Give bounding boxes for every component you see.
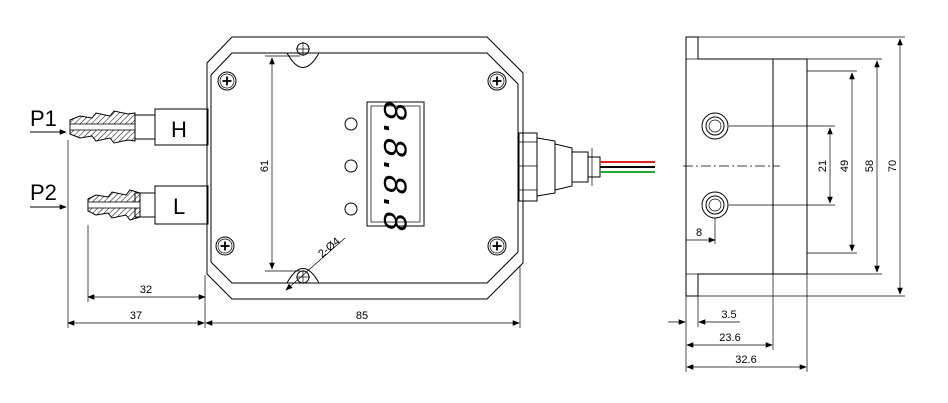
display-window [366, 101, 425, 227]
low-pressure-fitting: L [87, 185, 209, 225]
indicator-led-2 [344, 159, 358, 173]
dim-side-23-6: 23.6 [719, 332, 740, 344]
side-bracket-outline [685, 36, 808, 297]
dim-fitting-length: 32 [140, 284, 152, 296]
indicator-led-1 [344, 117, 358, 131]
cable-gland [518, 132, 601, 202]
dim-hole-pitch: 21 [817, 160, 829, 172]
port-label-p2: P2 [30, 180, 57, 205]
high-pressure-fitting: H [69, 108, 209, 146]
indicator-led-3 [344, 202, 358, 216]
screw-icon [215, 236, 235, 256]
display-digits: 8.8.8.8 [373, 101, 411, 231]
dim-side-3-5: 3.5 [721, 309, 736, 321]
screw-icon [487, 236, 507, 256]
side-view: 21 49 58 70 8 3.5 23.6 32.6 [668, 36, 905, 372]
dim-hole-callout: 2-Ø4 [316, 235, 342, 260]
dim-side-70: 70 [887, 160, 899, 172]
dim-side-58: 58 [864, 160, 876, 172]
dim-front-height: 61 [259, 160, 271, 172]
dim-body-width: 85 [356, 310, 368, 322]
bottom-mounting-ear [286, 268, 320, 284]
dim-port-offset: 37 [130, 310, 142, 322]
side-mounting-hole-top-icon [701, 112, 729, 140]
dim-side-8: 8 [696, 227, 702, 239]
screw-icon [487, 71, 507, 91]
marker-low: L [173, 194, 185, 219]
bottom-mounting-hole-icon [296, 270, 310, 284]
dim-side-32-6: 32.6 [735, 354, 756, 366]
top-mounting-hole-icon [296, 42, 310, 56]
dim-side-49: 49 [839, 160, 851, 172]
front-view: 8.8.8.8 H [30, 36, 655, 328]
marker-high: H [171, 117, 187, 142]
top-mounting-ear [286, 52, 320, 68]
screw-icon [217, 71, 237, 91]
port-label-p1: P1 [30, 106, 57, 131]
side-mounting-hole-bottom-icon [701, 191, 729, 219]
housing-outline [206, 36, 524, 300]
